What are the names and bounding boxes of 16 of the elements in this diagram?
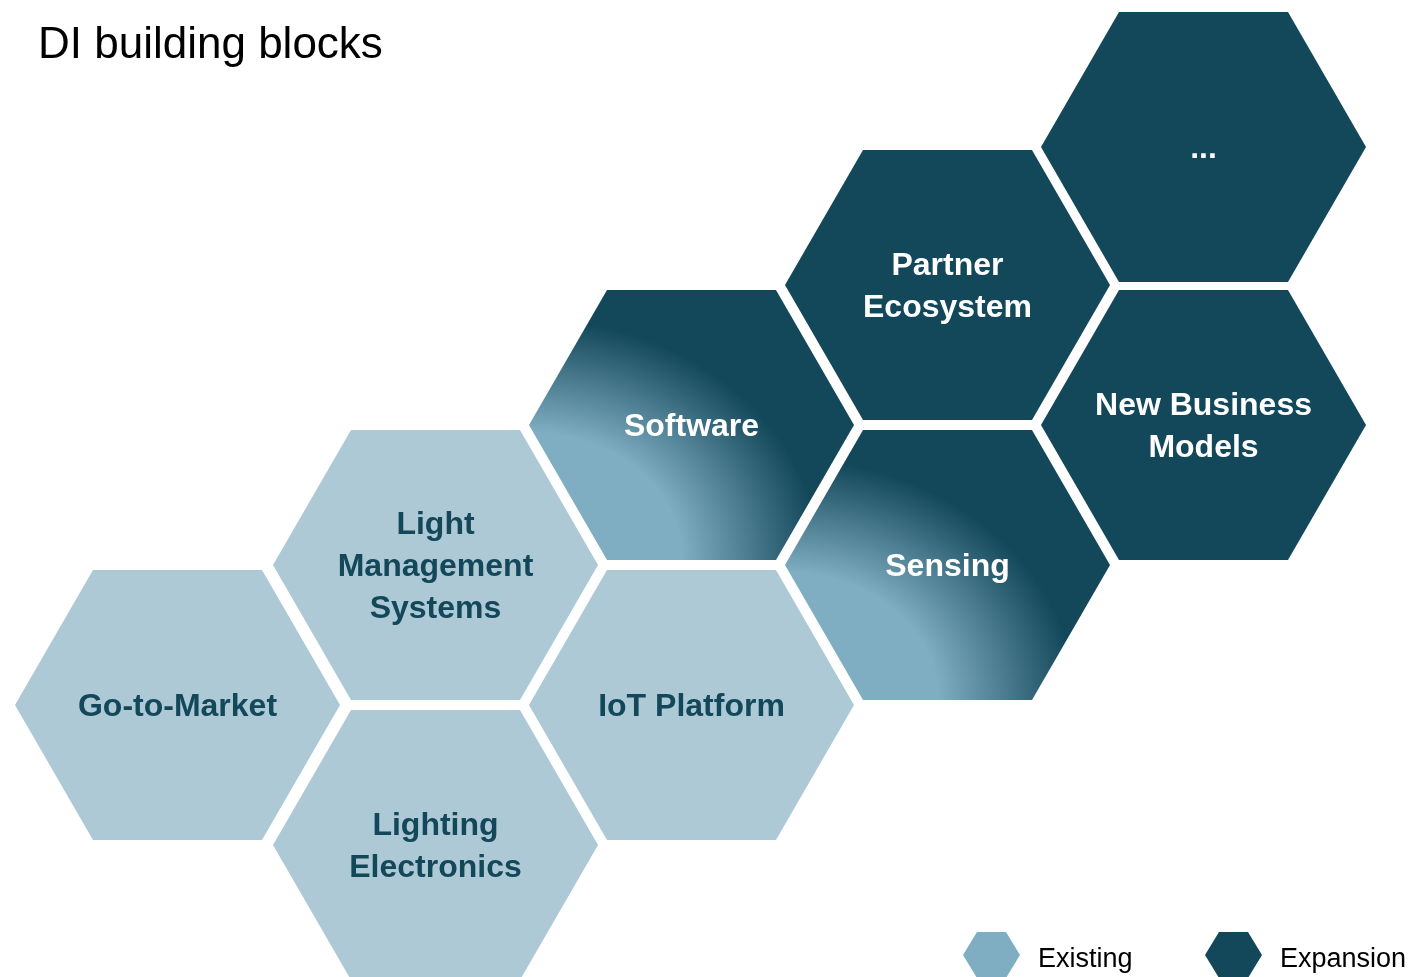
tile-label: IoT Platform [597,686,786,725]
legend-label: Existing [1038,942,1133,974]
tile-label: Sensing [884,546,1011,585]
hexagon-tile [1041,290,1366,560]
legend-label: Expansion [1280,942,1407,974]
title: DI building blocks [38,18,383,68]
tile-label: ... [1189,128,1218,167]
hexagon-tile [1041,12,1366,282]
tile-label: New Business Models [1094,385,1313,466]
hexagon-tile [15,570,340,840]
tile-label: Software [622,406,761,445]
hexagon-tile [785,430,1110,700]
tile-label: Lighting Electronics [348,805,523,886]
tile-label: Light Management Systems [336,504,535,627]
tile-label: Partner Ecosystem [862,245,1033,326]
tile-label: Go-to-Market [76,686,279,725]
